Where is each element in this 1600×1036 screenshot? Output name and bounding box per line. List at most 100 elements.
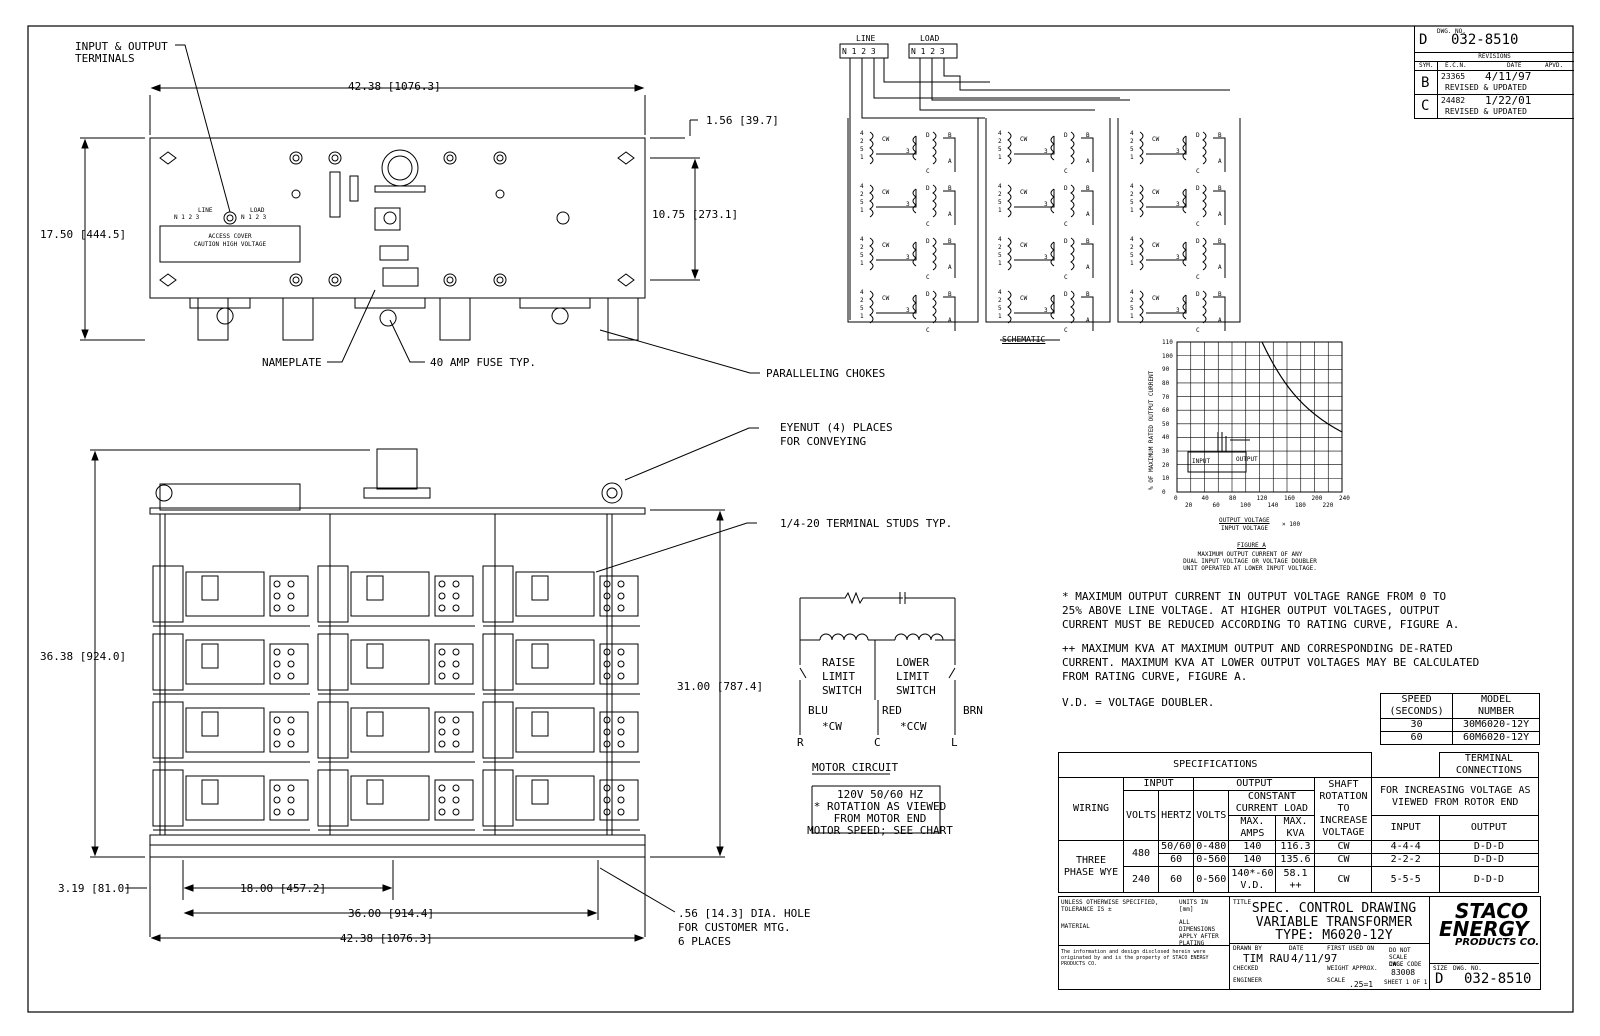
term-conn-header: TERMINAL CONNECTIONS: [1438, 752, 1540, 778]
figure-a-output-label: OUTPUT: [1236, 456, 1258, 463]
cw-label: CW: [1152, 189, 1160, 196]
wiper-label: 3: [1176, 307, 1180, 314]
output-header: OUTPUT: [1193, 777, 1316, 791]
disclaimer: The information and design disclosed her…: [1061, 949, 1209, 967]
callout-hole-3: 6 PLACES: [678, 935, 731, 948]
tap-label: 4: [998, 236, 1002, 243]
note-2-line-1: ++ MAXIMUM KVA AT MAXIMUM OUTPUT AND COR…: [1062, 642, 1453, 655]
tap-label: 4: [998, 289, 1002, 296]
callout-io-terminals: INPUT & OUTPUT: [75, 40, 168, 53]
tap-label: 4: [860, 289, 864, 296]
callout-eyenut-2: FOR CONVEYING: [780, 435, 867, 448]
winding-letter: D: [1064, 291, 1068, 298]
access-cover-label: ACCESS COVER: [208, 233, 252, 240]
winding-letter: B: [1086, 185, 1090, 192]
tap-label: 5: [860, 199, 864, 206]
schematic-load-terms: N 1 2 3: [911, 47, 945, 56]
energy-logo: ENERGY: [1439, 917, 1529, 941]
x-tick-label: 200: [1311, 495, 1323, 502]
winding-letter: B: [1218, 291, 1222, 298]
wire-brn: BRN: [963, 704, 983, 717]
x-tick-label: 20: [1185, 502, 1193, 509]
title-line-3: TYPE: M6020-12Y: [1275, 928, 1393, 943]
panel-line-terms: N 1 2 3: [174, 214, 200, 221]
winding-letter: A: [1086, 264, 1090, 271]
specs-title: SPECIFICATIONS: [1057, 752, 1373, 778]
schematic-line-terms: N 1 2 3: [842, 47, 876, 56]
engineer-label: ENGINEER: [1233, 977, 1262, 984]
winding-letter: D: [1064, 132, 1068, 139]
drawn-by: TIM RAU: [1243, 952, 1290, 965]
figure-a-caption-3: UNIT OPERATED AT LOWER INPUT VOLTAGE.: [1183, 565, 1317, 572]
max-amps-header: MAX. AMPS: [1228, 815, 1277, 841]
rotation-ccw: *CCW: [900, 720, 927, 733]
tap-label: 1: [998, 260, 1002, 267]
out-volts-header: VOLTS: [1193, 790, 1230, 841]
callout-io-terminals-2: TERMINALS: [75, 52, 135, 65]
tap-label: 5: [998, 252, 1002, 259]
lower-limit-1: LOWER: [896, 656, 930, 669]
rev-dwg-no: 032-8510: [1451, 32, 1519, 48]
title-line-2: VARIABLE TRANSFORMER: [1255, 915, 1413, 930]
figure-a-input-label: INPUT: [1192, 458, 1211, 465]
panel-load-label: LOAD: [250, 207, 265, 214]
schematic-label: SCHEMATIC: [1002, 335, 1046, 344]
winding-letter: D: [1196, 185, 1200, 192]
term-desc: FOR INCREASING VOLTAGE AS VIEWED FROM RO…: [1371, 777, 1539, 816]
term-out-header: OUTPUT: [1438, 815, 1540, 841]
top-view-outline: [149, 137, 646, 299]
rev-col-date: DATE: [1507, 62, 1522, 69]
wiper-label: 3: [1176, 201, 1180, 208]
units-text: UNITS IN [mm]: [1179, 899, 1208, 913]
x-tick-label: 220: [1322, 502, 1334, 509]
title-label: TITLE: [1233, 899, 1252, 906]
revisions-header: REVISIONS: [1478, 53, 1511, 60]
terminal-c: C: [874, 736, 881, 749]
wiper-label: 3: [1044, 148, 1048, 155]
top-view-corner-bolts: [159, 151, 635, 287]
tap-label: 2: [998, 138, 1002, 145]
winding-letter: C: [1196, 168, 1200, 175]
winding-letter: C: [926, 168, 930, 175]
hertz-header: HERTZ: [1158, 790, 1195, 841]
y-tick-label: 110: [1162, 339, 1173, 346]
figure-a-chart: [1176, 341, 1343, 493]
tap-label: 5: [1130, 146, 1134, 153]
cw-label: CW: [1020, 136, 1028, 143]
cw-label: CW: [1152, 136, 1160, 143]
dim-front-base: 3.19 [81.0]: [58, 882, 131, 895]
tap-label: 2: [860, 244, 864, 251]
do-not-scale: DO NOT SCALE DWG.: [1389, 947, 1411, 968]
winding-letter: B: [1086, 238, 1090, 245]
tap-label: 1: [1130, 260, 1134, 267]
weight-label: WEIGHT APPROX.: [1327, 965, 1378, 972]
winding-letter: A: [1218, 158, 1222, 165]
tap-label: 1: [860, 154, 864, 161]
sheet-number: SHEET 1 OF 1: [1384, 979, 1428, 986]
winding-letter: C: [926, 327, 930, 334]
tap-label: 4: [860, 130, 864, 137]
const-load-header: CONSTANT CURRENT LOAD: [1228, 790, 1316, 816]
cage-code: 83008: [1391, 968, 1416, 977]
size: D: [1435, 971, 1444, 987]
x-tick-label: 160: [1284, 495, 1295, 502]
rotation-cw: *CW: [822, 720, 842, 733]
winding-letter: B: [948, 291, 952, 298]
tap-label: 5: [998, 199, 1002, 206]
winding-letter: D: [1064, 238, 1068, 245]
tap-label: 5: [1130, 305, 1134, 312]
finish-text: ALL DIMENSIONS APPLY AFTER PLATING: [1179, 919, 1219, 947]
y-tick-label: 50: [1162, 420, 1170, 428]
dim-hole-span-2: 36.00 [914.4]: [348, 907, 435, 920]
tap-label: 2: [998, 297, 1002, 304]
tap-label: 5: [860, 305, 864, 312]
x-tick-label: 120: [1256, 495, 1268, 502]
tap-label: 2: [998, 244, 1002, 251]
winding-letter: D: [1196, 132, 1200, 139]
lower-limit-3: SWITCH: [896, 684, 936, 697]
tap-label: 5: [860, 146, 864, 153]
